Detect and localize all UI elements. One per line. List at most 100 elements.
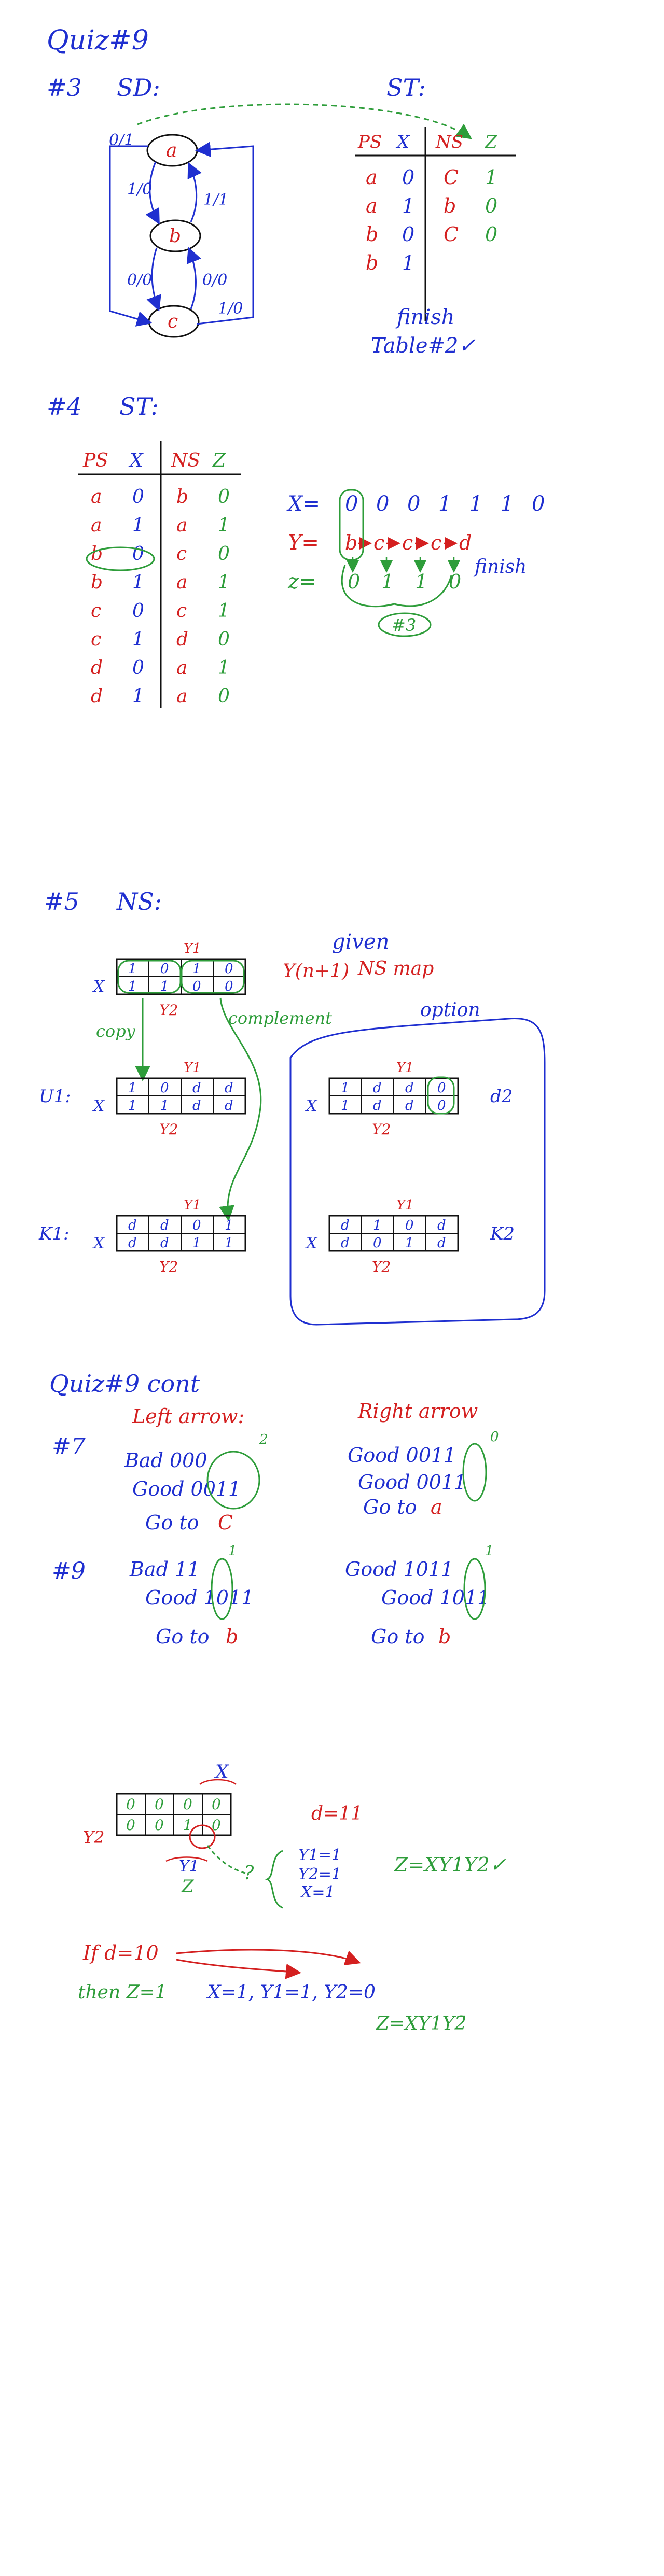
kmap-3-cell: d — [405, 1080, 414, 1096]
q3-dashed-arrow — [137, 103, 472, 139]
q3-note-table: Table#2✓ — [371, 334, 476, 358]
q4-y-value: c — [431, 531, 441, 554]
kmap-4-y1-label: Y1 — [184, 1198, 201, 1213]
kmap-5-cell: 1 — [373, 1218, 382, 1233]
kmap-5-cell: d — [437, 1235, 446, 1251]
kmap-4-cell: 0 — [192, 1218, 201, 1233]
kmap-2-cell: d — [192, 1098, 201, 1114]
final-z: Z — [181, 1876, 195, 1897]
q4-cell-r7-c1: d — [91, 657, 103, 679]
kmap-2-cell: 1 — [128, 1098, 137, 1114]
q4-th-ns: NS — [171, 450, 200, 471]
kmap-1-cell: 1 — [192, 961, 201, 977]
q7-label: #7 — [52, 1433, 86, 1460]
q4-y-value: b — [345, 531, 357, 554]
final-y1-eq: Y1=1 — [298, 1846, 341, 1864]
kmap-group-right — [181, 960, 245, 994]
kmap-group-left — [117, 960, 182, 994]
q9-left-bad: Bad 11 — [129, 1558, 200, 1581]
final-then: then Z=1 — [78, 1982, 167, 2003]
kmap-5-name: K2 — [490, 1223, 515, 1244]
q4-cell-r8-c4: 0 — [218, 686, 230, 707]
kmap-4-cell: d — [128, 1218, 137, 1233]
edge-label-5: 0/0 — [202, 271, 227, 289]
q9-left-goto: Go to — [156, 1625, 209, 1648]
q4-x-value: 0 — [532, 492, 545, 516]
final-map-cell: 0 — [212, 1817, 221, 1834]
kmap-group-d2 — [427, 1076, 455, 1115]
q9-left-sup: 1 — [228, 1543, 237, 1559]
q7-right-good2: Good 0011 — [358, 1471, 466, 1494]
kmap-1-cell: 0 — [192, 979, 201, 994]
kmap-5-x-label: X — [305, 1234, 318, 1252]
final-map-cell: 0 — [212, 1796, 221, 1813]
q5-copy: copy — [96, 1021, 136, 1041]
kmap-3-cell: 0 — [437, 1080, 446, 1096]
q5-label: #5 — [44, 888, 79, 916]
kmap-1-x-label: X — [92, 978, 105, 996]
q9cont-section: Quiz#9 cont Left arrow: Right arrow #7 B… — [49, 1370, 499, 1648]
state-c-label: c — [168, 311, 178, 332]
final-y2: Y2 — [83, 1827, 104, 1847]
q4-cell-r5-c2: 0 — [132, 600, 144, 622]
q4-cell-r1-c3: b — [176, 486, 188, 508]
edge-label-3: 1/1 — [203, 191, 228, 209]
q9-label: #9 — [52, 1558, 86, 1584]
kmap-2-cell: 1 — [160, 1098, 169, 1114]
q4-x-value: 0 — [407, 492, 420, 516]
q3-r2-z: 0 — [485, 194, 497, 217]
kmap-2-cell: 1 — [128, 1080, 137, 1096]
q3-sd-label: SD: — [117, 74, 160, 102]
q4-cell-r2-c2: 1 — [132, 515, 144, 536]
q5-ns-label: NS: — [116, 888, 162, 916]
q7-left-state: C — [218, 1511, 233, 1534]
q4-cell-r4-c1: b — [91, 572, 103, 593]
q7-left-bad: Bad 000 — [124, 1449, 208, 1472]
q4-cell-r8-c2: 1 — [132, 686, 144, 707]
edge-label-6: 1/0 — [218, 300, 243, 318]
kmap-3-y2-label: Y2 — [372, 1121, 391, 1138]
q3-r3-ns: C — [444, 223, 459, 246]
q4-cell-r5-c3: c — [176, 600, 187, 622]
kmap-5-y1-label: Y1 — [396, 1198, 414, 1213]
kmap-4-cell: 1 — [225, 1218, 233, 1233]
q4-cell-r6-c3: d — [176, 629, 188, 650]
q9-right-state: b — [438, 1625, 451, 1648]
kmap-3-cell: d — [373, 1098, 382, 1114]
kmap-2-cell: d — [192, 1080, 201, 1096]
q3-r2-x: 1 — [402, 194, 414, 217]
kmap-3-y1-label: Y1 — [396, 1060, 414, 1076]
edge-label-2: 1/0 — [127, 180, 152, 199]
kmap-2-cell: 0 — [160, 1080, 169, 1096]
q7-right-goto: Go to — [363, 1496, 417, 1518]
q4-z-value: 1 — [381, 570, 394, 593]
kmap-1-cell: 1 — [160, 979, 169, 994]
kmap-3-cell: 0 — [437, 1098, 446, 1114]
q3-note-finish: finish — [395, 305, 455, 329]
q4-finish: finish — [473, 556, 527, 578]
kmap-5-cell: 0 — [405, 1218, 414, 1233]
page-title: Quiz#9 — [47, 25, 149, 56]
q3-r2-ps: a — [366, 194, 378, 217]
q9-right-good2: Good 1011 — [381, 1586, 490, 1609]
left-arrow-label: Left arrow: — [132, 1405, 244, 1428]
q4-y-value: c — [374, 531, 384, 554]
final-y1: Y1 — [179, 1857, 199, 1876]
q4-cell-r2-c3: a — [176, 515, 187, 536]
q4-cell-r6-c2: 1 — [132, 629, 144, 650]
final-map-cell: 1 — [183, 1817, 192, 1834]
q5-complement: complement — [228, 1008, 332, 1028]
q9cont-title: Quiz#9 cont — [49, 1370, 200, 1398]
final-map-cell: 0 — [126, 1796, 135, 1813]
q4-th-ps: PS — [82, 450, 108, 471]
kmap-4-cell: 1 — [225, 1235, 233, 1251]
q3-r3-z: 0 — [485, 223, 497, 246]
q3-r1-x: 0 — [402, 166, 414, 189]
q4-cell-r7-c4: 1 — [218, 657, 230, 679]
kmap-4-y2-label: Y2 — [159, 1258, 178, 1275]
kmap-5-cell: d — [341, 1235, 350, 1251]
